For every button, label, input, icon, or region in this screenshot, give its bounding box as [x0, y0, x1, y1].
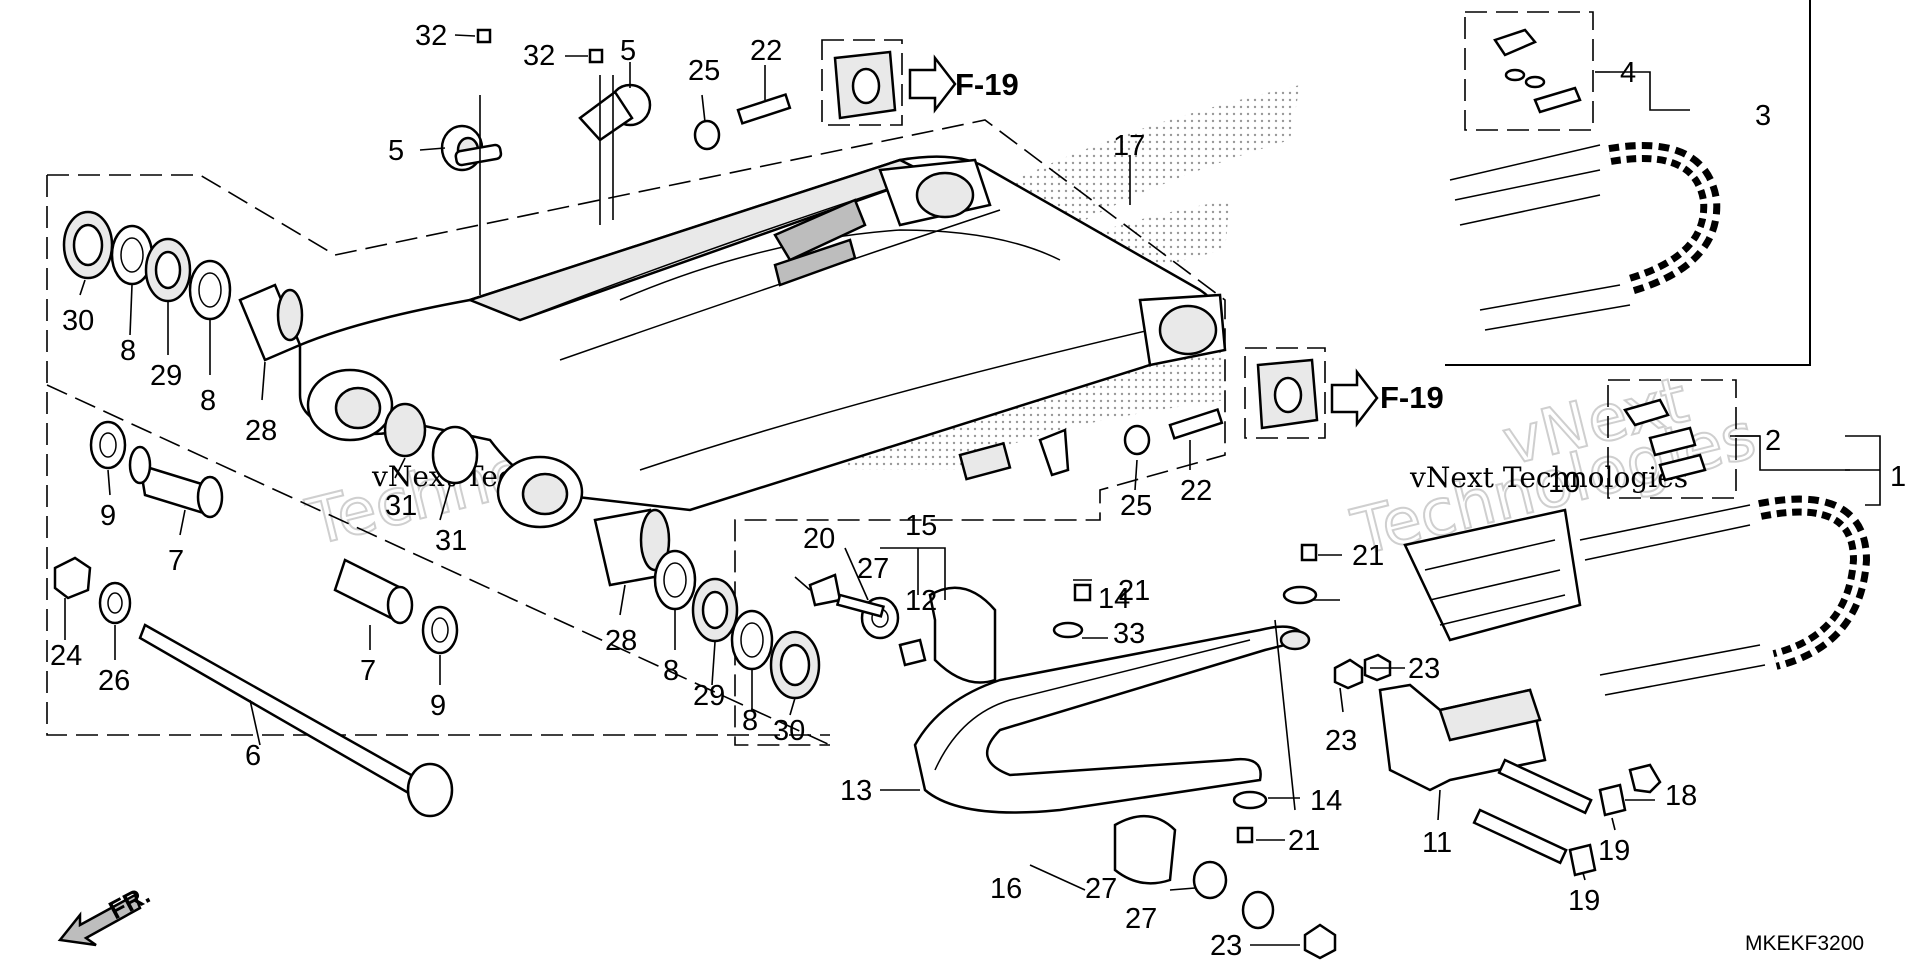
front-arrow: FR.	[57, 879, 155, 947]
callout-28-right: 28	[605, 625, 637, 657]
callout-19-upper: 19	[1598, 835, 1630, 867]
callout-6: 6	[245, 740, 261, 772]
callout-16: 16	[990, 873, 1022, 905]
callout-29-right: 29	[693, 680, 725, 712]
reference-f19-label-2: F-19	[1380, 380, 1444, 415]
callout-20: 20	[803, 523, 835, 555]
callout-10: 10	[1548, 467, 1580, 499]
callout-31-lower: 31	[435, 525, 467, 557]
callout-14-lower: 14	[1310, 785, 1342, 817]
callout-7-upper: 7	[168, 545, 184, 577]
callout-28-left: 28	[245, 415, 277, 447]
callout-8-d: 8	[742, 705, 758, 737]
callout-11: 11	[1422, 827, 1452, 859]
callout-9-upper: 9	[100, 500, 116, 532]
pivot-parts	[53, 402, 479, 818]
master-link-kits	[1464, 11, 1737, 499]
callout-3: 3	[1755, 100, 1771, 132]
right-bearing-stack	[593, 508, 821, 700]
chain-slider	[808, 573, 1337, 960]
callout-25-upper: 25	[688, 55, 720, 87]
callout-numbers: 1 2 3 4 5 5 6 7 7 8 8 8 8 9 9 10 11 12 1…	[50, 20, 1906, 960]
chain-guide	[1378, 508, 1662, 877]
callout-23-left: 23	[1325, 725, 1357, 757]
callout-22-upper: 22	[750, 35, 782, 67]
callout-27-lower: 27	[1125, 903, 1157, 935]
callout-32-left: 32	[415, 20, 447, 52]
reference-f19-top: F-19	[821, 39, 1019, 126]
callout-17: 17	[1113, 130, 1145, 162]
reference-f19-right: F-19	[1244, 347, 1444, 439]
callout-32-right: 32	[523, 40, 555, 72]
callout-21-lower: 21	[1288, 825, 1320, 857]
callout-4: 4	[1620, 57, 1636, 89]
callout-15: 15	[905, 510, 937, 542]
callout-19-lower: 19	[1568, 885, 1600, 917]
fasteners	[476, 28, 1392, 844]
callout-2: 2	[1765, 425, 1781, 457]
callout-21-middle: 21	[1118, 575, 1150, 607]
callout-8-a: 8	[120, 335, 136, 367]
callout-30-right: 30	[773, 715, 805, 747]
callout-23-bottom: 23	[1210, 930, 1242, 960]
callout-33: 33	[1113, 618, 1145, 650]
callout-13: 13	[840, 775, 872, 807]
callout-7-lower: 7	[360, 655, 376, 687]
callout-29-left: 29	[150, 360, 182, 392]
drive-chains	[1449, 142, 1871, 696]
callout-8-b: 8	[200, 385, 216, 417]
callout-9-lower: 9	[430, 690, 446, 722]
swingarm	[298, 155, 1227, 529]
callout-5-left: 5	[388, 135, 404, 167]
callout-30-left: 30	[62, 305, 94, 337]
chain-box-frame	[1445, 0, 1811, 366]
part-code-label: MKEKF3200	[1745, 932, 1864, 955]
callout-8-c: 8	[663, 655, 679, 687]
callout-21-upper: 21	[1352, 540, 1384, 572]
callout-24: 24	[50, 640, 82, 672]
left-bearing-stack	[62, 210, 304, 362]
callout-27-middle: 27	[1085, 873, 1117, 905]
callout-5-right: 5	[620, 35, 636, 67]
callout-1: 1	[1890, 461, 1906, 493]
callout-26: 26	[98, 665, 130, 697]
callout-31-upper: 31	[385, 490, 417, 522]
watermark-small-right: vNext Technologies	[1409, 461, 1688, 494]
callout-22-lower: 22	[1180, 475, 1212, 507]
leader-lines	[64, 34, 1881, 946]
reference-f19-label: F-19	[955, 67, 1019, 102]
callout-18: 18	[1665, 780, 1697, 812]
callout-23-right: 23	[1408, 653, 1440, 685]
callout-14-upper: 14	[1098, 583, 1130, 615]
cam-plates	[440, 75, 652, 295]
callout-12: 12	[905, 585, 937, 617]
callout-25-lower: 25	[1120, 490, 1152, 522]
callout-27-upper: 27	[857, 553, 889, 585]
